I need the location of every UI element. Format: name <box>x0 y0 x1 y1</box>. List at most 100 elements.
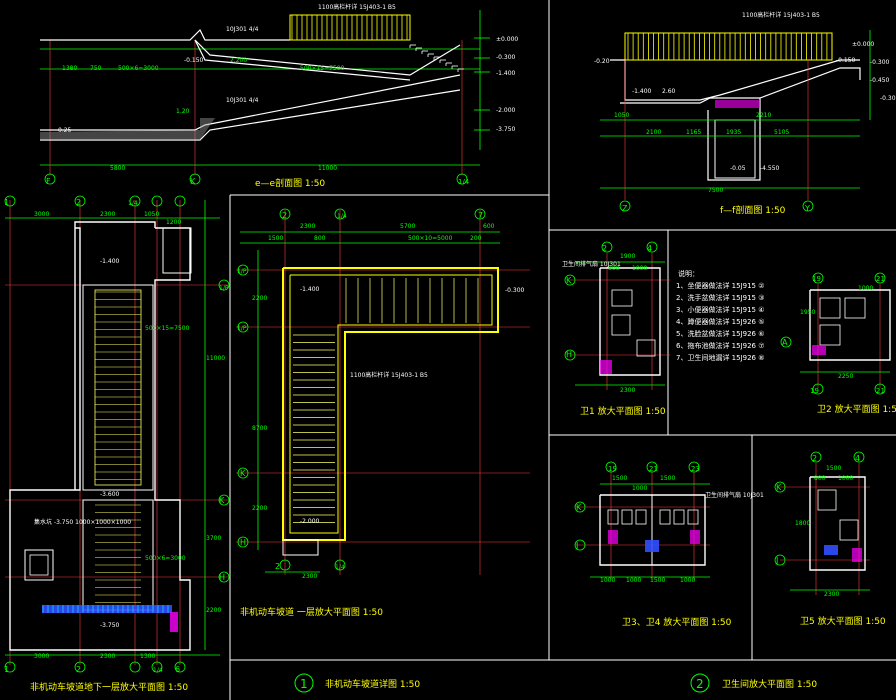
basement-level-2: -3.600 <box>100 491 120 498</box>
ground-axis-side-h: H <box>240 538 246 547</box>
wc5-door-mark <box>852 548 862 562</box>
basement-axis-top-bubble-1 <box>74 195 86 207</box>
wc2-axis-21-top: 21 <box>876 275 885 283</box>
section-f-level-2: -1.400 <box>632 88 652 95</box>
ground-dim-top-5000: 500×10=5000 <box>408 235 453 242</box>
ground-axis-side-1p-b: 1/P <box>237 325 247 332</box>
wc2-axis-side-bubble <box>780 336 792 348</box>
wc5-axis-k: K <box>776 483 782 492</box>
detail-1-title: 非机动车坡道详图 1:50 <box>325 678 420 690</box>
section-f-axis-y: Y <box>804 204 810 213</box>
legend-item-2: 2、洗手盆做法详 15J915 ③ <box>676 293 765 302</box>
wc1-walls <box>599 267 661 376</box>
basement-axis-bottom-bubble-3 <box>151 661 163 673</box>
legend-item-6: 6、拖布池做法详 15J926 ⑦ <box>676 341 765 350</box>
section-e-axis-f: F <box>46 177 51 186</box>
basement-plan-title: 非机动车坡道地下一层放大平面图 1:50 <box>30 681 188 693</box>
ground-axis-side-bubble-3 <box>237 536 249 548</box>
section-f-axis-bubble-0 <box>619 200 631 212</box>
wc34-fixture-right <box>687 509 699 525</box>
legend-item-7: 7、卫生间地漏详 15J926 ⑧ <box>676 353 765 362</box>
basement-dim-top-2300: 2300 <box>100 211 115 218</box>
basement-dim-right-3700: 3700 <box>206 535 221 542</box>
wc1-axis-2: 2 <box>602 244 607 253</box>
wc5-axis-4: 4 <box>855 454 860 463</box>
detail-2-circle <box>690 673 710 693</box>
wc34-axis-side-bubble-0 <box>574 501 586 513</box>
wc1-door-mark <box>600 360 612 374</box>
wc34-axis-21: 21 <box>649 465 658 473</box>
section-e-level-4: -3.750 <box>496 126 516 133</box>
wc34-fixture-right <box>673 509 685 525</box>
ground-plan-title: 非机动车坡道 一层放大平面图 1:50 <box>240 606 383 618</box>
basement-level-1: -1.400 <box>100 258 120 265</box>
basement-axis-bottom-2: 2 <box>76 665 81 674</box>
ground-axis-side-bubble-1 <box>237 321 249 333</box>
ground-axis-top-bubble-2 <box>474 208 486 220</box>
wc5-walls <box>809 476 866 571</box>
section-e-axis-bubble-1 <box>189 173 201 185</box>
section-f-railing-note: 1100高栏杆详 15J403-1 B5 <box>742 11 820 19</box>
wc1-axis-side-bubble-1 <box>564 349 576 361</box>
wc34-dim-5: 1000 <box>626 577 641 584</box>
basement-axis-bottom-1: 1 <box>4 665 9 674</box>
basement-axis-side-bubble-1 <box>218 494 230 506</box>
section-f-level-0: ±0.000 <box>852 41 874 48</box>
wc5-dim-1000: 1000 <box>838 475 853 482</box>
wc1-fixture-3 <box>636 339 656 357</box>
wc34-door-right <box>690 530 700 544</box>
basement-axis-side-bubble-2 <box>218 571 230 583</box>
wc5-axis-side-bubble-1 <box>774 554 786 566</box>
section-f-dim-1165: 1165 <box>686 129 701 136</box>
wc1-title: 卫1 放大平面图 1:50 <box>580 405 666 417</box>
basement-dim-bottom-1300: 1300 <box>140 653 155 660</box>
ground-dim-left-2200b: 2200 <box>252 505 267 512</box>
wc1-axis-h: H <box>566 350 572 359</box>
wc2-axis-19-bottom: 19 <box>810 387 819 395</box>
basement-dim-right-2200: 2200 <box>206 607 221 614</box>
ground-axis-side-bubble-0 <box>237 264 249 276</box>
wc34-fixture-left <box>607 509 619 525</box>
detail-2-title: 卫生间放大平面图 1:50 <box>722 678 817 690</box>
section-f-title: f—f剖面图 1:50 <box>720 204 786 216</box>
basement-dim-top-3000: 3000 <box>34 211 49 218</box>
wc5-fixture-3 <box>824 545 838 555</box>
section-f-level-8: 2.60 <box>662 88 676 95</box>
legend-item-1: 1、坐便器做法详 15J915 ② <box>676 281 765 290</box>
wc1-dim-1900: 1900 <box>620 253 635 260</box>
ground-axis-top-2: 2 <box>282 211 287 220</box>
section-e-level-0: ±0.000 <box>496 36 518 43</box>
basement-ramp-inner <box>94 289 142 486</box>
wc2-axis-top-bubble-1 <box>874 272 886 284</box>
section-e-dim-11000: 11000 <box>318 165 337 172</box>
wc5-fixture-1 <box>817 489 837 511</box>
wc34-dim-3: 1500 <box>660 475 675 482</box>
section-e-dim-1380: 1380 <box>62 65 77 72</box>
section-e-dim-025: 0.25 <box>58 127 72 134</box>
section-e-level-2: -1.400 <box>496 70 516 77</box>
basement-axis-top-bubble-4 <box>174 195 186 207</box>
detail-1-number: 1 <box>300 677 308 691</box>
basement-sump-pit <box>24 549 54 581</box>
wc1-axis-side-bubble-0 <box>564 274 576 286</box>
ground-dim-top-5700: 5700 <box>400 223 415 230</box>
section-f-ramp-underside <box>759 67 861 99</box>
basement-dim-top-1200: 1200 <box>166 219 181 226</box>
ground-dim-left-8700: 8700 <box>252 425 267 432</box>
ground-axis-bottom-14: 1/4 <box>335 564 345 571</box>
section-e-dim-3000: 500×6=3000 <box>118 65 159 72</box>
ground-plan-annotations: 2 1/4 7 1/P 1/P K H 2 1/4 2300 5700 600 … <box>237 211 525 580</box>
section-f-dim-1935: 1935 <box>726 129 741 136</box>
wc2-axis-21-bottom: 21 <box>876 387 885 395</box>
section-f-level-5: -4.550 <box>760 165 780 172</box>
basement-level-3: -3.750 <box>100 622 120 629</box>
section-f-dim-7500: 7500 <box>708 187 723 194</box>
ground-axis-side-k: K <box>240 469 246 478</box>
wc2-dim-1000: 1000 <box>858 285 873 292</box>
basement-dim-top-1050: 1050 <box>144 211 159 218</box>
section-e-dim-120: 1.20 <box>176 108 190 115</box>
ground-dim-top-600: 600 <box>483 223 495 230</box>
wc34-axis-k: K <box>576 503 582 512</box>
section-f-axis-bubble-1 <box>802 200 814 212</box>
